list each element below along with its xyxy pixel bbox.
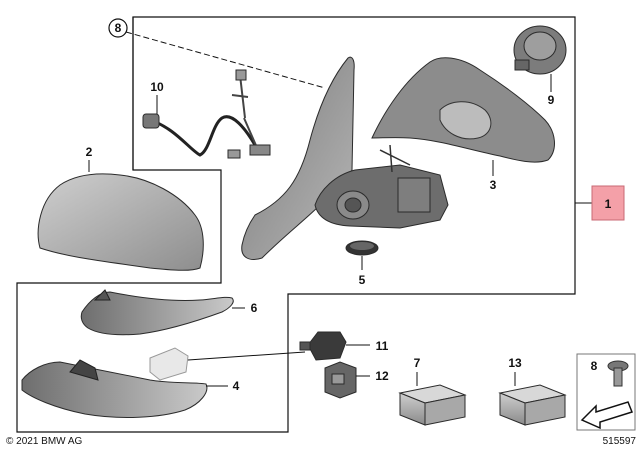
callout-8: 8 bbox=[115, 21, 122, 35]
mirror-actuator-assembly[interactable] bbox=[314, 144, 449, 229]
mirror-cap-part-2[interactable] bbox=[37, 173, 204, 271]
callout-4: 4 bbox=[233, 379, 240, 393]
callout-12: 12 bbox=[375, 369, 389, 383]
sensor-part-11[interactable] bbox=[299, 331, 347, 361]
mirror-base-arm[interactable] bbox=[241, 56, 355, 260]
led-module[interactable] bbox=[149, 347, 189, 381]
callout-3: 3 bbox=[490, 178, 497, 192]
arrow-icon bbox=[580, 401, 633, 430]
kit-box-part-13[interactable] bbox=[498, 384, 567, 426]
callout-7: 7 bbox=[414, 356, 421, 370]
glass-motor-part-9[interactable] bbox=[513, 25, 567, 75]
bracket-part-12[interactable] bbox=[324, 361, 357, 399]
callout-13: 13 bbox=[508, 356, 522, 370]
callout-6: 6 bbox=[251, 301, 258, 315]
callout-2: 2 bbox=[86, 145, 93, 159]
turn-signal-guide-part-6[interactable] bbox=[80, 291, 234, 336]
callout-8-circle bbox=[108, 18, 128, 38]
callout-9: 9 bbox=[548, 93, 555, 107]
callout-10: 10 bbox=[150, 80, 164, 94]
screw-icon bbox=[607, 360, 629, 387]
callout-1: 1 bbox=[605, 197, 612, 211]
wiring-harness-part-10[interactable] bbox=[142, 69, 271, 159]
callout-5: 5 bbox=[359, 273, 366, 287]
kit-box-part-7[interactable] bbox=[398, 384, 467, 426]
assembly-frame bbox=[16, 16, 576, 433]
part-8-dashed-lead bbox=[125, 31, 326, 89]
callout-11: 11 bbox=[376, 339, 389, 353]
copyright-text: © 2021 BMW AG bbox=[6, 436, 83, 447]
callout-1-highlight bbox=[591, 185, 625, 221]
diagram-number: 515597 bbox=[603, 436, 637, 447]
callout-8-box: 8 bbox=[591, 359, 598, 373]
